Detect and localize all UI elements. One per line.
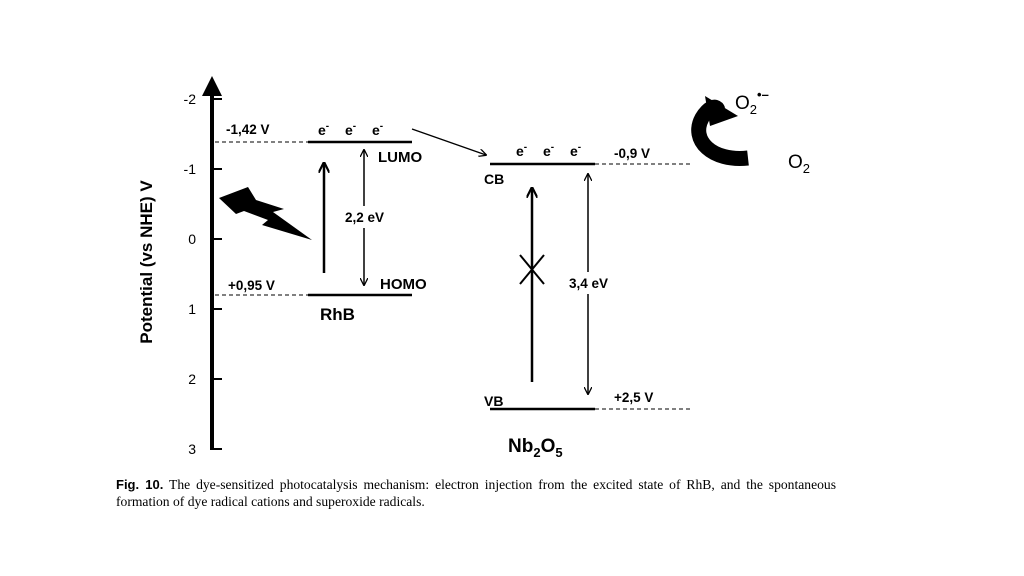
figure-caption: Fig. 10. The dye-sensitized photocatalys…: [116, 476, 836, 510]
homo-label: HOMO: [380, 276, 427, 293]
electron: e: [516, 143, 524, 159]
superoxide-label: O2•–: [735, 87, 769, 117]
tick-label: 0: [188, 231, 196, 247]
vb-potential: +2,5 V: [614, 390, 653, 405]
electron: e: [543, 143, 551, 159]
tick-label: -1: [184, 161, 197, 177]
svg-text:e-: e-: [543, 142, 554, 159]
vb-label: VB: [484, 393, 503, 409]
axis-arrowhead: [202, 76, 222, 96]
svg-text:e-: e-: [318, 121, 329, 138]
figure-number: Fig. 10.: [116, 477, 164, 492]
tick-label: 2: [188, 371, 196, 387]
electron-charge: -: [551, 142, 554, 153]
blocked-mark: [519, 254, 545, 285]
tick-label: -2: [184, 91, 197, 107]
tick-label: 1: [188, 301, 196, 317]
rhb-electrons: e- e- e-: [318, 121, 383, 138]
electron-charge: -: [380, 121, 383, 132]
nb2o5-name: Nb2O5: [508, 436, 563, 460]
rhb-homo-potential: +0,95 V: [228, 278, 275, 293]
svg-text:e-: e-: [570, 142, 581, 159]
svg-text:e-: e-: [516, 142, 527, 159]
electron: e: [318, 122, 326, 138]
energy-level-diagram: -2 -1 0 1 2 3 Potential (vs NHE) V -1,42…: [137, 76, 810, 460]
axis-title: Potential (vs NHE) V: [137, 180, 156, 344]
cb-electrons: e- e- e-: [516, 142, 581, 159]
electron: e: [372, 122, 380, 138]
electron-charge: -: [578, 142, 581, 153]
electron-charge: -: [353, 121, 356, 132]
svg-text:e-: e-: [345, 121, 356, 138]
electron: e: [345, 122, 353, 138]
axis-ticks: [212, 98, 222, 450]
rhb-gap-label: 2,2 eV: [345, 210, 384, 225]
cb-label: CB: [484, 171, 504, 187]
svg-text:e-: e-: [372, 121, 383, 138]
tick-label: 3: [188, 441, 196, 457]
rhb-name: RhB: [320, 305, 355, 324]
lumo-label: LUMO: [378, 149, 422, 166]
cb-potential: -0,9 V: [614, 146, 650, 161]
oxygen-label: O2: [788, 152, 810, 176]
electron-injection-arrow: [411, 128, 486, 155]
light-bolt-icon: [219, 187, 312, 240]
nb2o5-gap-label: 3,4 eV: [569, 276, 608, 291]
electron-charge: -: [326, 121, 329, 132]
caption-text: The dye-sensitized photocatalysis mechan…: [116, 477, 836, 509]
electron: e: [570, 143, 578, 159]
electron-charge: -: [524, 142, 527, 153]
curved-arrowhead: [705, 96, 738, 126]
rhb-lumo-potential: -1,42 V: [226, 122, 270, 137]
